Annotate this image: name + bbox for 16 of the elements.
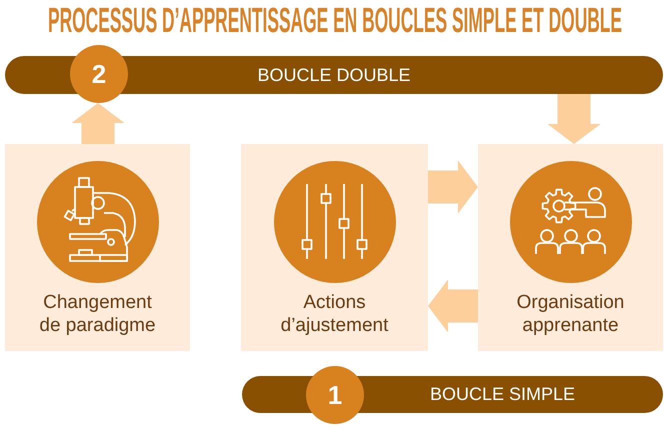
step-label: Actions d’ajustement [280, 291, 390, 337]
step-label: Organisation apprenante [516, 291, 626, 337]
arrow [428, 280, 478, 332]
arrow [548, 94, 600, 144]
step-panel [241, 144, 428, 351]
diagram-title: PROCESSUS D’APPRENTISSAGE EN BOUCLES SIMPLE ET DOUBLE [48, 3, 622, 38]
step-panel [478, 144, 663, 351]
step-label: Changement de paradigme [38, 291, 157, 337]
banner-label: BOUCLE SIMPLE [430, 384, 576, 405]
arrow [428, 160, 478, 214]
banner-label: BOUCLE DOUBLE [257, 64, 411, 86]
loop-banner [5, 56, 663, 94]
arrow [72, 102, 124, 144]
step-number: 1 [328, 381, 342, 409]
step-panel [5, 144, 190, 351]
step-number: 2 [92, 60, 106, 88]
